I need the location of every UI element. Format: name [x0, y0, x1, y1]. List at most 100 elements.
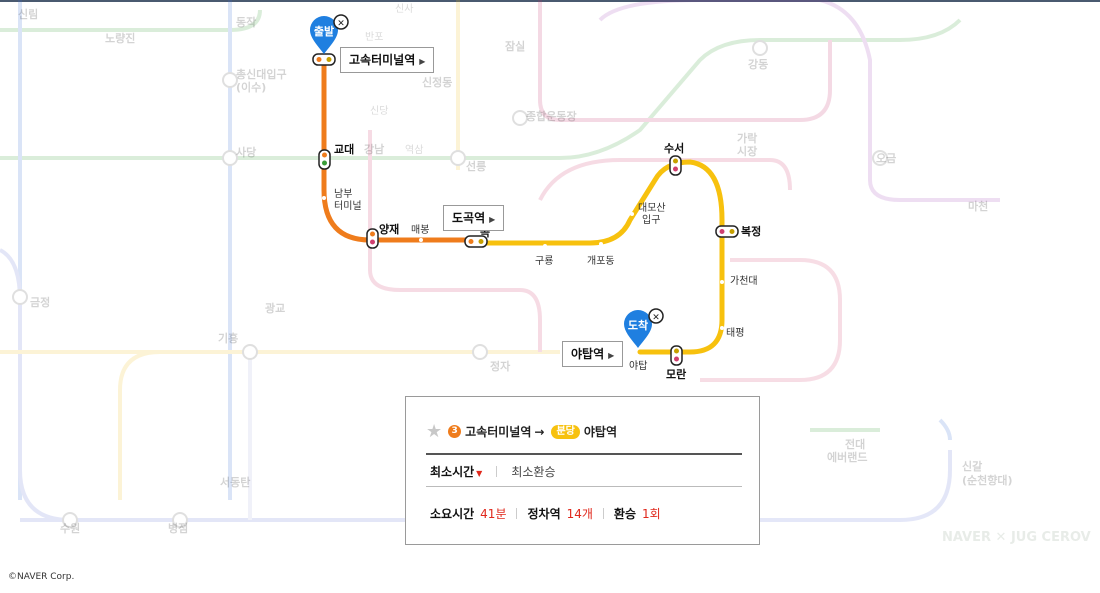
svg-text:사당: 사당 [236, 145, 256, 159]
svg-text:총신대입구: 총신대입구 [236, 67, 287, 81]
transfers-label: 환승 [613, 507, 637, 521]
partner-watermark: NAVER ✕ JUG CEROV [942, 530, 1091, 545]
svg-text:신당: 신당 [370, 105, 388, 117]
svg-text:✕: ✕ [652, 313, 660, 323]
stop-dot [419, 238, 423, 242]
stop-dot [543, 244, 547, 248]
chevron-right-icon: ▶ [608, 351, 615, 360]
svg-text:신정동: 신정동 [422, 75, 452, 89]
svg-text:정자: 정자 [490, 359, 511, 373]
svg-text:신림: 신림 [18, 7, 38, 21]
station-label-gaepo[interactable]: 개포동 [587, 255, 615, 267]
background-labels: 신림 노량진 동작 신사 반포 잠실 신정동 강동 총신대입구 (이수) 신당 … [18, 3, 1013, 535]
tab-fastest-label: 최소시간 [430, 465, 475, 479]
svg-text:금정: 금정 [30, 295, 50, 309]
transfer-station-button[interactable]: 도곡역▶ [443, 205, 505, 231]
destination-pin[interactable]: 도착 [624, 310, 652, 348]
origin-remove-icon[interactable]: ✕ [333, 14, 349, 30]
route-destination: 야탑역 [583, 425, 617, 439]
svg-text:출발: 출발 [314, 24, 334, 38]
route-header: ★ 3 고속터미널역 → 분당 야탑역 [426, 421, 617, 442]
transfers-value: 1회 [642, 507, 661, 521]
header-divider [426, 453, 742, 455]
svg-text:(이수): (이수) [236, 80, 266, 94]
station-label-suseo[interactable]: 수서 [664, 141, 684, 155]
route-stats: 소요시간 41분 정차역 14개 환승 1회 [430, 505, 661, 522]
origin-pin[interactable]: 출발 [310, 16, 338, 54]
time-label: 소요시간 [430, 507, 475, 521]
svg-text:역삼: 역삼 [405, 144, 423, 156]
station-label-daemosan-2[interactable]: 입구 [642, 213, 660, 226]
station-label-moran[interactable]: 모란 [666, 367, 686, 381]
station-label-maebong[interactable]: 매봉 [411, 224, 429, 236]
route-summary-panel: ★ 3 고속터미널역 → 분당 야탑역 최소시간▼ 최소환승 소요시간 41분 … [405, 396, 760, 545]
route-option-tabs: 최소시간▼ 최소환승 [430, 463, 556, 480]
svg-text:전대: 전대 [845, 437, 865, 451]
station-label-gureong[interactable]: 구룡 [535, 255, 553, 267]
star-icon[interactable]: ★ [426, 421, 443, 442]
stop-dot [720, 326, 724, 330]
line-3-badge: 3 [448, 425, 462, 438]
station-marker-dogok[interactable] [464, 235, 488, 248]
station-label-nambu[interactable]: 남부 [334, 188, 352, 200]
stop-dot [720, 280, 724, 284]
svg-text:가락: 가락 [737, 131, 757, 145]
svg-text:신갈: 신갈 [962, 459, 982, 473]
station-label-dogok-partial: 곡 [480, 226, 490, 239]
station-marker-moran[interactable] [670, 345, 683, 366]
station-marker-gyodae[interactable] [318, 149, 331, 170]
stats-separator [602, 508, 604, 519]
station-marker-suseo[interactable] [669, 155, 682, 176]
stop-dot [322, 196, 326, 200]
svg-text:신사: 신사 [395, 3, 413, 15]
tab-separator [496, 466, 498, 477]
svg-text:시장: 시장 [737, 144, 757, 158]
svg-text:동작: 동작 [236, 15, 256, 29]
station-marker-yangjae[interactable] [366, 228, 379, 249]
svg-text:도착: 도착 [628, 318, 648, 332]
destination-station-button[interactable]: 야탑역▶ [562, 341, 624, 367]
copyright: ©NAVER Corp. [8, 572, 75, 582]
destination-station-label: 야탑역 [571, 347, 605, 361]
station-label-gacheon[interactable]: 가천대 [730, 275, 758, 287]
svg-text:종합운동장: 종합운동장 [526, 109, 577, 123]
svg-text:선릉: 선릉 [466, 159, 486, 173]
route-line-bundang [473, 159, 725, 355]
route-origin: 고속터미널역 [465, 425, 532, 439]
station-marker-gosok[interactable] [312, 53, 336, 66]
svg-text:✕: ✕ [337, 19, 345, 29]
stops-label: 정차역 [527, 507, 561, 521]
station-label-daemosan[interactable]: 대모산 [638, 202, 666, 214]
stop-dot [599, 242, 603, 246]
station-label-gyodae[interactable]: 교대 [334, 142, 354, 156]
destination-remove-icon[interactable]: ✕ [648, 308, 664, 324]
tab-fastest[interactable]: 최소시간▼ [430, 463, 482, 480]
station-label-yangjae[interactable]: 양재 [379, 222, 399, 236]
svg-text:강동: 강동 [748, 57, 768, 71]
transfer-station-label: 도곡역 [452, 211, 486, 225]
station-label-nambu-2[interactable]: 터미널 [334, 200, 362, 212]
stats-separator [516, 508, 518, 519]
svg-text:오금: 오금 [876, 152, 896, 165]
origin-station-label: 고속터미널역 [349, 53, 416, 67]
svg-text:병점: 병점 [168, 521, 188, 535]
svg-text:노량진: 노량진 [105, 31, 135, 45]
top-border [0, 0, 1100, 2]
stops-value: 14개 [566, 507, 593, 521]
tabs-divider [426, 486, 742, 487]
station-label-bokjeong[interactable]: 복정 [741, 224, 761, 238]
svg-text:수원: 수원 [60, 521, 80, 535]
origin-station-button[interactable]: 고속터미널역▶ [340, 47, 435, 73]
svg-text:기흥: 기흥 [218, 331, 238, 345]
svg-text:마천: 마천 [968, 199, 988, 213]
svg-text:반포: 반포 [365, 31, 383, 43]
tab-fewest-transfers[interactable]: 최소환승 [511, 465, 556, 479]
station-marker-bokjeong[interactable] [715, 225, 739, 238]
chevron-right-icon: ▶ [419, 57, 426, 66]
svg-text:서동탄: 서동탄 [220, 475, 250, 489]
station-label-taepyeong[interactable]: 태평 [726, 327, 744, 339]
svg-text:에버랜드: 에버랜드 [827, 450, 867, 464]
station-label-yatap[interactable]: 야탑 [629, 360, 647, 372]
bundang-line-badge: 분당 [551, 424, 580, 439]
